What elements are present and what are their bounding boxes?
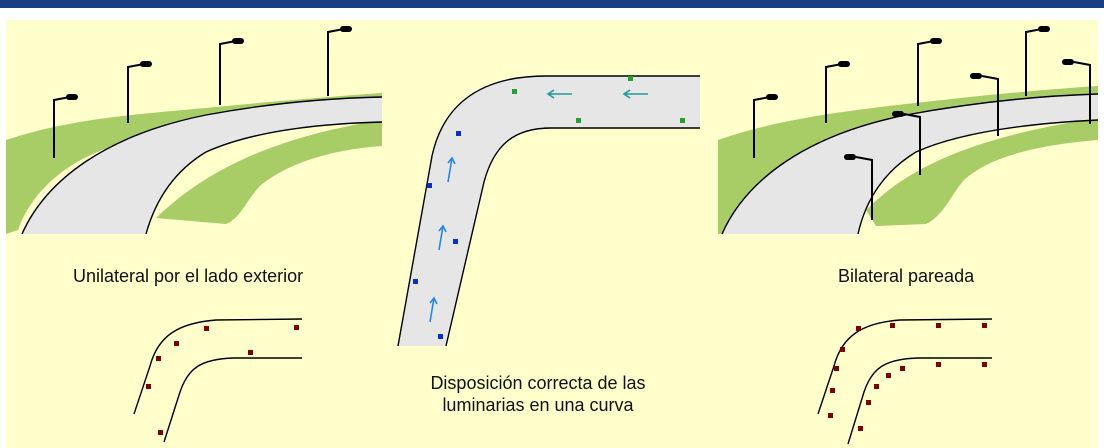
lamp-marker <box>453 239 458 244</box>
lamp-marker <box>156 356 161 361</box>
caption-unilateral: Unilateral por el lado exterior <box>73 266 304 286</box>
lamp-marker <box>828 413 833 418</box>
streetlight-icon <box>753 94 778 158</box>
center-road-edge-outer <box>397 75 700 347</box>
lamp-marker <box>512 89 517 94</box>
lamp-marker <box>294 325 299 330</box>
header-bar <box>0 0 1104 8</box>
streetlight-icon <box>892 111 921 175</box>
lamp-marker <box>834 366 839 371</box>
left-road-edge-outer <box>21 96 383 235</box>
streetlight-icon <box>844 154 873 220</box>
left-plan <box>133 318 303 443</box>
center-road <box>398 76 700 346</box>
lamp-marker <box>936 362 941 367</box>
streetlight-icon <box>1062 59 1091 124</box>
lamp-marker <box>982 362 987 367</box>
lamp-marker <box>890 323 895 328</box>
lamp-marker <box>456 131 461 136</box>
left-grass-outer <box>6 93 382 234</box>
lamp-marker <box>248 350 253 355</box>
center-road-edge-inner <box>445 127 700 347</box>
left-road <box>22 97 382 234</box>
lamp-marker <box>628 76 633 81</box>
lamp-marker <box>680 118 685 123</box>
lamp-marker <box>413 279 418 284</box>
streetlight-icon <box>970 73 999 136</box>
right-plan-outer-edge <box>817 318 993 415</box>
left-plan-inner-edge <box>163 357 302 443</box>
left-road-edge-inner <box>145 121 383 235</box>
direction-arrow-icon <box>429 296 438 323</box>
lamp-marker <box>858 426 863 431</box>
lamp-marker <box>866 400 871 405</box>
right-grass-outer <box>718 86 1098 234</box>
diagram-canvas: Unilateral por el lado exterior Bilatera… <box>6 20 1098 448</box>
right-scene <box>718 26 1098 235</box>
streetlight-icon <box>917 38 942 106</box>
caption-correct-layout-line1: Disposición correcta de las <box>430 373 646 393</box>
right-road <box>722 94 1098 234</box>
lamp-marker <box>830 388 835 393</box>
direction-arrow-icon <box>546 89 572 99</box>
right-grass-inner <box>866 118 1098 226</box>
lamp-marker <box>874 384 879 389</box>
left-grass-inner <box>156 120 382 224</box>
lamp-marker <box>982 323 987 328</box>
lamp-marker <box>856 326 861 331</box>
streetlight-icon <box>53 94 78 158</box>
direction-arrow-icon <box>622 89 648 99</box>
left-plan-outer-edge <box>133 318 303 415</box>
center-scene <box>397 75 700 347</box>
direction-arrow-icon <box>438 224 447 251</box>
streetlight-icon <box>825 61 850 123</box>
caption-correct-layout-line2: luminarias en una curva <box>442 395 634 415</box>
lamp-marker <box>204 326 209 331</box>
streetlight-icon <box>1025 26 1050 96</box>
direction-arrow-icon <box>447 156 456 183</box>
lamp-marker <box>936 323 941 328</box>
diagram-svg <box>6 26 1098 445</box>
right-plan <box>817 318 993 445</box>
lamp-marker <box>174 341 179 346</box>
caption-correct-layout: Disposición correcta de las luminarias e… <box>398 372 678 416</box>
right-plan-inner-edge <box>847 357 992 445</box>
streetlight-icon <box>127 61 152 123</box>
left-margin <box>0 8 6 448</box>
lamp-marker <box>840 347 845 352</box>
lamp-marker <box>427 183 432 188</box>
left-scene <box>6 26 383 235</box>
lamp-marker <box>158 430 163 435</box>
streetlight-icon <box>219 38 244 105</box>
lamp-marker <box>438 334 443 339</box>
streetlight-icon <box>327 26 352 96</box>
lamp-marker <box>576 118 581 123</box>
caption-bilateral: Bilateral pareada <box>838 266 975 286</box>
lamp-marker <box>146 384 151 389</box>
lamp-marker <box>900 366 905 371</box>
lamp-marker <box>886 373 891 378</box>
